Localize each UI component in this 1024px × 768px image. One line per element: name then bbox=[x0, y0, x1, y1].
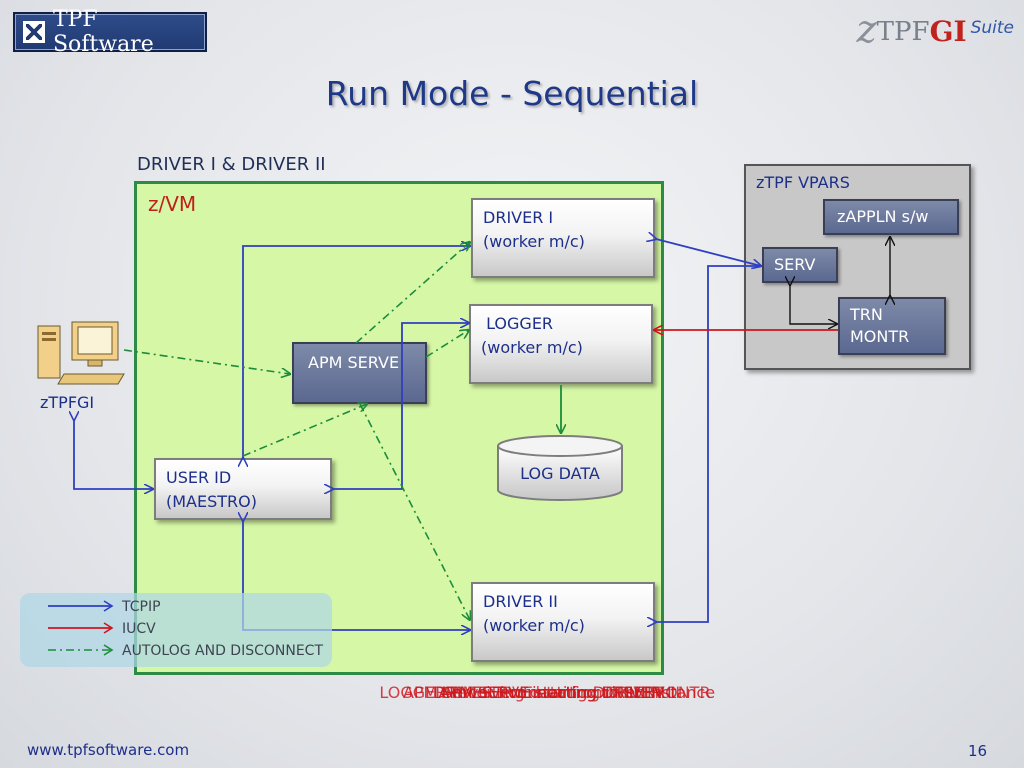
anim-caption-4: LOGGER receiving data from TRN MONTR bbox=[379, 683, 711, 702]
brand-gi: GI bbox=[929, 15, 967, 49]
driver-i-name: DRIVER I bbox=[483, 208, 554, 227]
legend-iucv-label: IUCV bbox=[122, 621, 156, 637]
legend-tcpip-label: TCPIP bbox=[122, 599, 161, 615]
driver-i-to-serv-arrow bbox=[656, 239, 761, 266]
brand-z: z bbox=[856, 7, 877, 51]
anim-caption-5: APM Serve Terminating Driver Instance bbox=[402, 683, 716, 702]
logger-node: LOGGER (worker m/c) bbox=[469, 304, 653, 384]
userid-to-apm-arrow bbox=[242, 404, 367, 457]
logo-text: TPF Software bbox=[52, 7, 154, 57]
trn-label: TRN bbox=[850, 305, 883, 324]
anim-caption-2: DRIVER I connecting to SERV bbox=[433, 683, 665, 702]
user-id-node: USER ID (MAESTRO) bbox=[154, 458, 332, 520]
anim-caption-3: APM SERVE starting DRIVER II bbox=[441, 683, 681, 702]
montr-label: MONTR bbox=[850, 327, 910, 346]
footer-url-link[interactable]: www.tpfsoftware.com bbox=[27, 741, 190, 759]
log-data-label: LOG DATA bbox=[520, 464, 600, 483]
computer-icon bbox=[37, 321, 125, 385]
slide-title: Run Mode - Sequential bbox=[325, 74, 699, 113]
legend-autolog-label: AUTOLOG AND DISCONNECT bbox=[122, 643, 324, 659]
legend-autolog-line bbox=[48, 644, 114, 656]
ztpfgi-suite-brand: z TPF GI Suite bbox=[857, 4, 1014, 48]
user-id-name: USER ID bbox=[166, 468, 232, 487]
userid-to-driver-i-arrow bbox=[243, 246, 470, 458]
driver-ii-role: (worker m/c) bbox=[483, 616, 585, 635]
user-id-role: (MAESTRO) bbox=[166, 492, 257, 511]
anim-caption-1: APM SERVE starting DRIVER I bbox=[438, 683, 672, 702]
driver-i-node: DRIVER I (worker m/c) bbox=[471, 198, 655, 278]
legend: TCPIP IUCV AUTOLOG AND DISCONNECT bbox=[20, 593, 332, 667]
zappln-node: zAPPLN s/w bbox=[823, 199, 959, 235]
userid-to-logger-arrow bbox=[333, 323, 469, 489]
ztpfgi-to-apm-arrow bbox=[123, 349, 290, 374]
ztpfgi-to-userid-arrow bbox=[74, 420, 153, 489]
zvm-title: z/VM bbox=[148, 192, 197, 216]
zappln-label: zAPPLN s/w bbox=[837, 207, 929, 226]
log-data-cylinder bbox=[497, 435, 623, 501]
legend-tcpip-line bbox=[48, 600, 114, 612]
driver-i-role: (worker m/c) bbox=[483, 232, 585, 251]
driver-ii-node: DRIVER II (worker m/c) bbox=[471, 582, 655, 662]
apm-to-driver-ii-arrow bbox=[359, 403, 470, 620]
driver-ii-to-serv-arrow bbox=[656, 265, 761, 622]
ztpfgi-label: zTPFGI bbox=[40, 393, 95, 412]
driver-ii-name: DRIVER II bbox=[483, 592, 558, 611]
brand-tpf: TPF bbox=[876, 16, 930, 47]
apm-to-logger-arrow bbox=[425, 330, 469, 358]
apm-to-driver-i-arrow bbox=[355, 242, 470, 344]
legend-iucv-line bbox=[48, 622, 114, 634]
zvm-caption: DRIVER I & DRIVER II bbox=[137, 154, 326, 175]
logger-role: (worker m/c) bbox=[481, 338, 583, 357]
page-number: 16 bbox=[968, 742, 988, 760]
trn-montr-node: TRN MONTR bbox=[838, 297, 946, 355]
tpf-software-logo: TPF Software bbox=[13, 7, 207, 57]
logger-name: LOGGER bbox=[481, 314, 554, 333]
brand-suite: Suite bbox=[970, 18, 1014, 38]
serv-label: SERV bbox=[774, 255, 816, 274]
vpars-title: zTPF VPARS bbox=[756, 173, 850, 192]
serv-to-trn-arrow bbox=[790, 285, 837, 324]
logo-mark-icon bbox=[23, 21, 45, 43]
